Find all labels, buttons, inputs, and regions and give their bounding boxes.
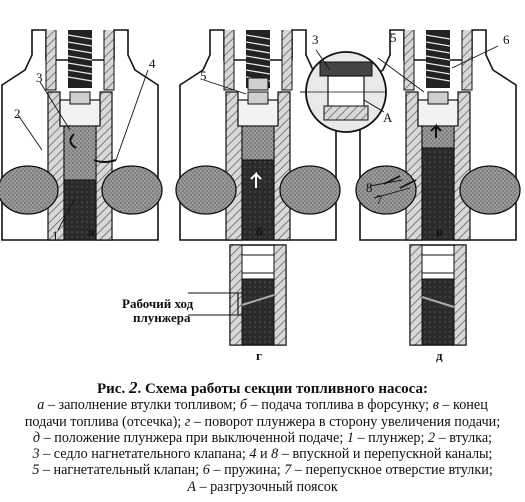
caption-line: д – положение плунжера при выключенной п…: [32, 429, 493, 446]
callout-5b: 5: [200, 68, 207, 83]
section-d: [409, 244, 467, 346]
caption-line: а – заполнение втулки топливом; б – пода…: [37, 397, 488, 414]
caption-title: Рис. 2. Схема работы секции топливного н…: [97, 378, 428, 397]
section-b: [175, 29, 341, 241]
callout-4: 4: [149, 56, 156, 71]
section-v: [355, 29, 521, 241]
caption-line: 5 – нагнетательный клапан; 6 – пружина; …: [32, 462, 493, 479]
label-part-v: в: [436, 224, 443, 239]
callout-3: 3: [36, 70, 43, 85]
callout-6: 6: [503, 32, 510, 47]
pump-section-diagram: а б в г д 1 2 3 4 3 5 5 6 7 8 А Рабочий …: [0, 29, 521, 363]
stroke-label-line2: плунжера: [133, 310, 191, 325]
callout-3b: 3: [312, 32, 319, 47]
caption-prefix: Рис.: [97, 381, 126, 397]
label-part-a: а: [88, 224, 95, 239]
callout-1: 1: [52, 228, 59, 243]
zoom-detail: [305, 49, 387, 133]
stroke-label-line1: Рабочий ход: [122, 296, 194, 311]
callout-2: 2: [14, 106, 21, 121]
section-g: [188, 244, 287, 346]
figure-caption: Рис. 2. Схема работы секции топливного н…: [0, 378, 525, 495]
caption-number: 2: [128, 378, 138, 397]
callout-5v: 5: [390, 30, 397, 45]
callout-7: 7: [376, 192, 383, 207]
callout-A: А: [383, 110, 393, 125]
label-part-d: д: [436, 348, 443, 363]
label-part-b: б: [256, 224, 263, 239]
label-part-g: г: [256, 348, 262, 363]
caption-line: подачи топлива (отсечка); г – поворот пл…: [24, 413, 501, 430]
section-a: [0, 29, 163, 241]
callout-8: 8: [366, 180, 373, 195]
caption-line: 3 – седло нагнетательного клапана; 4 и 8…: [32, 446, 493, 463]
caption-title-text: Схема работы секции топливного насоса:: [144, 381, 428, 397]
caption-body: а – заполнение втулки топливом; б – пода…: [0, 397, 525, 495]
caption-line: А – разгрузочный поясок: [187, 478, 338, 495]
